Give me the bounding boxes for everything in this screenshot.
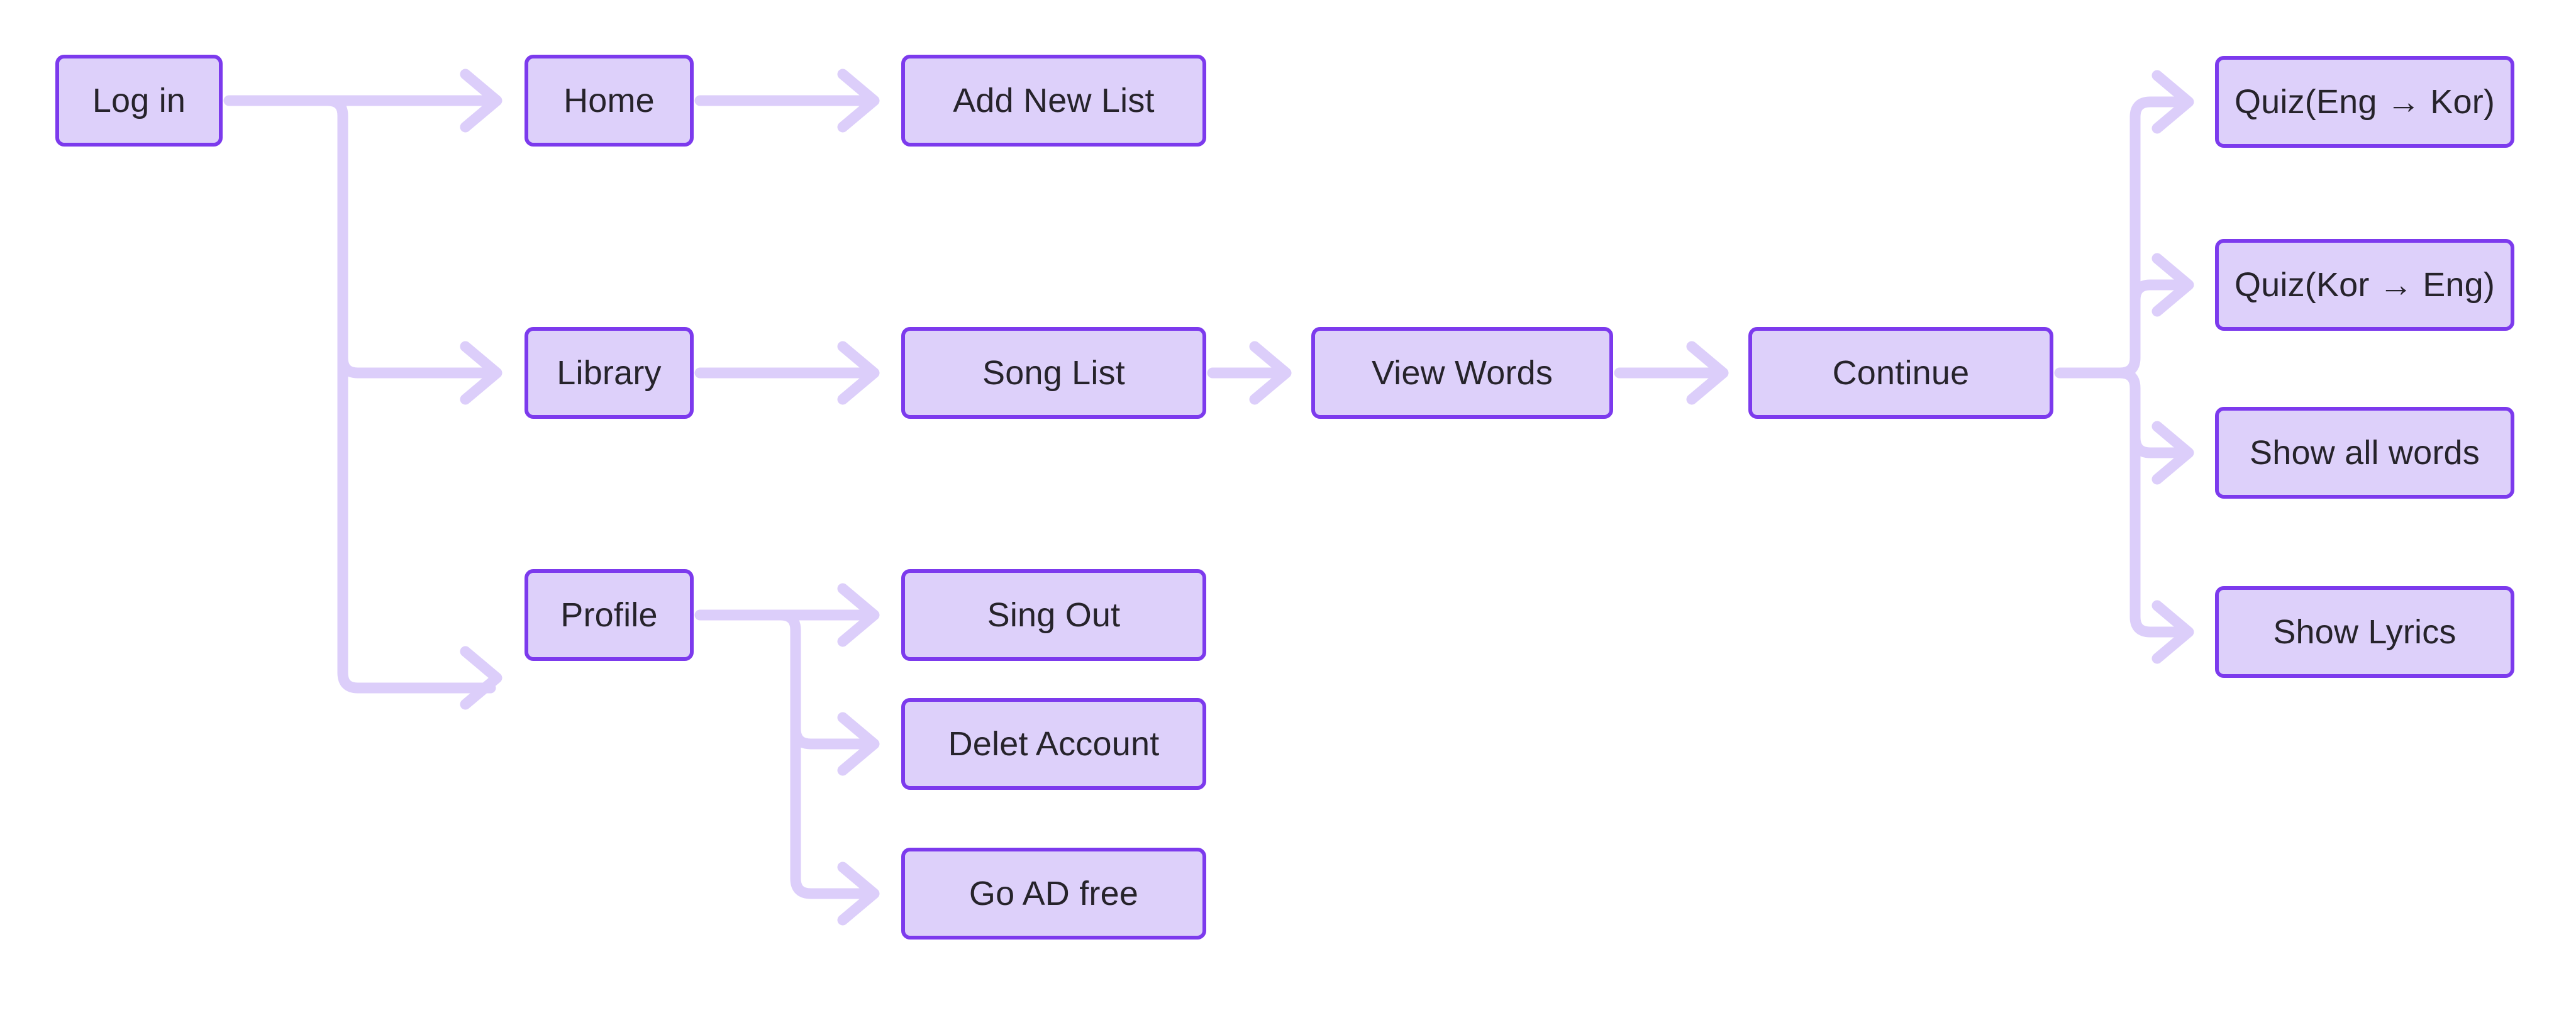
- node-show-all-words[interactable]: Show all words: [2215, 407, 2514, 499]
- node-delet-account-label: Delet Account: [948, 725, 1160, 763]
- edge-login-library: [337, 352, 496, 379]
- arrowhead-show-all-words: [2151, 421, 2194, 485]
- arrowhead-library: [460, 341, 502, 405]
- node-home-label: Home: [564, 82, 655, 119]
- node-sing-out-label: Sing Out: [987, 596, 1121, 634]
- arrowhead-profile: [460, 646, 502, 710]
- edge-continue-show-all-words: [2129, 432, 2188, 458]
- arrowhead-home: [460, 69, 502, 133]
- node-quiz-kor-eng[interactable]: Quiz(Kor → Eng): [2215, 239, 2514, 331]
- node-library[interactable]: Library: [525, 327, 694, 419]
- edge-login-trunk: [277, 95, 496, 694]
- node-delet-account[interactable]: Delet Account: [901, 698, 1206, 790]
- node-go-ad-free-label: Go AD free: [969, 875, 1139, 912]
- arrowhead-goadfree: [837, 862, 880, 926]
- node-profile[interactable]: Profile: [525, 569, 694, 661]
- arrowhead-continue: [1686, 341, 1729, 405]
- node-continue-label: Continue: [1832, 354, 1970, 392]
- node-song-list[interactable]: Song List: [901, 327, 1206, 419]
- node-quiz-eng-kor-label: Quiz(Eng → Kor): [2234, 83, 2496, 121]
- edge-profile-delet: [790, 723, 874, 750]
- node-quiz-eng-kor[interactable]: Quiz(Eng → Kor): [2215, 56, 2514, 148]
- arrowhead-show-lyrics: [2151, 600, 2194, 664]
- arrowhead-quiz-kor-eng: [2151, 253, 2194, 317]
- edge-continue-quiz-eng-kor: [2114, 96, 2188, 379]
- node-library-label: Library: [557, 354, 662, 392]
- node-add-new-list[interactable]: Add New List: [901, 55, 1206, 147]
- node-show-all-words-label: Show all words: [2250, 434, 2480, 472]
- arrowhead-singout: [837, 583, 880, 647]
- node-go-ad-free[interactable]: Go AD free: [901, 848, 1206, 940]
- node-quiz-kor-eng-label: Quiz(Kor → Eng): [2234, 266, 2496, 304]
- edge-continue-quiz-kor-eng: [2129, 279, 2188, 306]
- arrowhead-delet: [837, 712, 880, 776]
- node-sing-out[interactable]: Sing Out: [901, 569, 1206, 661]
- node-profile-label: Profile: [560, 596, 658, 634]
- arrowhead-quiz-eng-kor: [2151, 70, 2194, 134]
- node-continue[interactable]: Continue: [1748, 327, 2053, 419]
- node-show-lyrics-label: Show Lyrics: [2273, 613, 2457, 651]
- node-add-new-list-label: Add New List: [953, 82, 1155, 119]
- edge-profile-trunk: [743, 609, 874, 899]
- node-home[interactable]: Home: [525, 55, 694, 147]
- node-view-words[interactable]: View Words: [1311, 327, 1613, 419]
- arrowhead-addnewlist: [837, 69, 880, 133]
- arrowhead-viewwords: [1249, 341, 1292, 405]
- node-view-words-label: View Words: [1371, 354, 1553, 392]
- node-login-label: Log in: [92, 82, 186, 119]
- node-login[interactable]: Log in: [55, 55, 223, 147]
- node-show-lyrics[interactable]: Show Lyrics: [2215, 586, 2514, 678]
- arrowhead-songlist: [837, 341, 880, 405]
- node-song-list-label: Song List: [982, 354, 1125, 392]
- edge-continue-trunk-lower: [2114, 367, 2188, 638]
